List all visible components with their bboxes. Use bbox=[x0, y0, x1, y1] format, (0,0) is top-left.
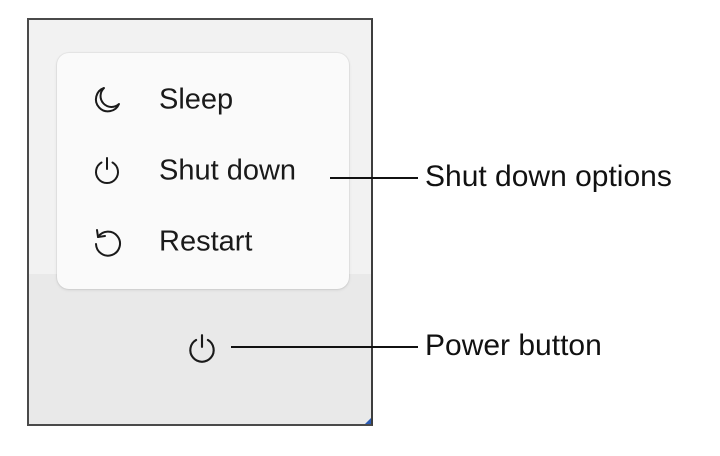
power-options-menu: Sleep Shut down Restart bbox=[57, 53, 349, 289]
callout-power-button: Power button bbox=[425, 329, 602, 362]
restart-icon bbox=[91, 226, 123, 258]
power-button[interactable] bbox=[183, 332, 221, 370]
menu-item-label: Sleep bbox=[159, 83, 234, 116]
menu-item-restart[interactable]: Restart bbox=[57, 212, 349, 272]
menu-item-label: Shut down bbox=[159, 154, 297, 187]
moon-icon bbox=[91, 84, 123, 116]
power-icon bbox=[185, 332, 219, 371]
menu-item-shut-down[interactable]: Shut down bbox=[57, 141, 349, 201]
menu-item-sleep[interactable]: Sleep bbox=[57, 70, 349, 130]
start-menu-footer bbox=[29, 274, 371, 424]
callout-leader-line bbox=[330, 177, 418, 179]
menu-item-label: Restart bbox=[159, 225, 253, 258]
power-icon bbox=[91, 155, 123, 187]
callout-shut-down-options: Shut down options bbox=[425, 160, 672, 193]
callout-leader-line bbox=[231, 346, 418, 348]
